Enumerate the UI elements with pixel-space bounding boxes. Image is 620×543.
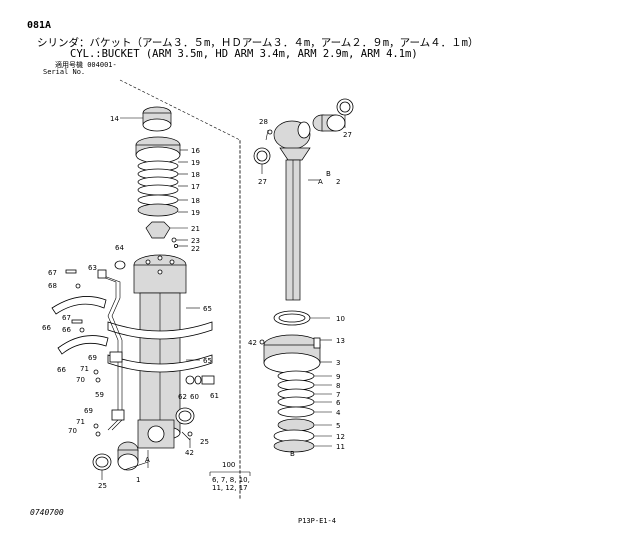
callout-66-lower: 66 [57,366,66,374]
callout-22: 22 [191,245,200,253]
footer-page-reference: P13P-E1-4 [298,517,336,525]
part-9-seal [277,370,315,382]
serial-label-english: Serial No. [43,68,86,76]
callout-25-left: 25 [98,482,107,490]
part-18-ring-b [137,194,179,206]
callout-8: 8 [336,382,340,390]
callout-59: 59 [95,391,104,399]
part-64-ring [114,260,126,270]
part-63-block [97,269,107,279]
callout-27-right: 27 [343,131,352,139]
callout-5: 5 [336,422,340,430]
kit-parts-line-1: 6, 7, 8, 10, [212,476,250,484]
section-marker-B-upper: B [326,170,331,178]
callout-6: 6 [336,399,341,407]
footer-drawing-number: 0740700 [30,508,64,517]
callout-66-upper: 66 [42,324,51,332]
callout-9: 9 [336,373,340,381]
kit-parts-line-2: 11, 12, 17 [212,484,248,492]
callout-27-left: 27 [258,178,267,186]
part-66-clamp-upper [51,296,107,315]
part-65-band-upper [107,321,213,340]
part-65-band-lower [107,354,213,373]
part-8-seal [277,379,315,391]
callout-11: 11 [336,443,345,451]
callout-64: 64 [115,244,124,252]
piston-rod-group [253,98,354,453]
kit-number: 100 [222,461,235,469]
callout-69-lower: 69 [84,407,93,415]
cylinder-tube-group [51,106,215,471]
callout-13: 13 [336,337,345,345]
callout-71-lower: 71 [76,418,85,426]
leader-lines [101,115,346,480]
callout-3: 3 [336,359,340,367]
part-66-clamp-lower [57,335,109,355]
part-61-fitting [201,375,215,385]
part-42-plug [259,339,265,345]
callout-69-upper: 69 [88,354,97,362]
part-23-ball [171,237,177,243]
callout-61: 61 [210,392,219,400]
callout-65-upper: 65 [203,305,212,313]
part-19-ring-b [137,203,179,217]
part-14-bottom [142,118,172,132]
callout-42-right: 42 [248,339,257,347]
callout-21: 21 [191,225,200,233]
section-marker-A-right: A [318,178,323,186]
callout-18-lower: 18 [191,197,200,205]
part-13-screw [313,337,321,349]
part-21-nut [145,221,171,239]
part-67-bolt-lower [71,319,83,324]
callout-1: 1 [136,476,140,484]
callout-70-lower: 70 [68,427,77,435]
callout-67-upper: 67 [48,269,57,277]
tube-head-body [133,264,187,294]
callout-23: 23 [191,237,200,245]
section-marker-A-left: A [145,456,150,464]
part-28-grease-fitting [267,129,273,135]
callout-28: 28 [259,118,268,126]
callout-63: 63 [88,264,97,272]
part-22-screw [173,243,178,248]
tube-eye-boss [137,419,175,449]
callout-68: 68 [48,282,57,290]
part-69-block-lower [111,409,125,421]
callout-4: 4 [336,409,341,417]
part-4-seal [277,406,315,418]
callout-16: 16 [191,147,200,155]
callout-10: 10 [336,315,345,323]
serial-label-japanese: 適用号機 004001- [55,61,117,69]
callout-71-upper: 71 [80,365,89,373]
callout-60: 60 [190,393,199,401]
callout-14: 14 [110,115,119,123]
part-67-bolt-upper [65,269,77,274]
callout-19-upper: 19 [191,159,200,167]
part-5-ring [277,418,315,432]
part-68-washer [75,283,81,289]
callout-62: 62 [178,393,187,401]
callout-17: 17 [191,183,200,191]
callout-19-lower: 19 [191,209,200,217]
callout-65-lower: 65 [203,357,212,365]
callout-2: 2 [336,178,340,186]
title-japanese: シリンダ：バケット（アーム３．５m，ＨＤアーム３．４m，アーム２．９m，アーム４… [37,37,479,49]
part-6-seal [277,396,315,408]
callout-42-left: 42 [185,449,194,457]
callout-7: 7 [336,391,340,399]
page-code: 081A [27,20,52,31]
callout-67-lower: 67 [62,314,71,322]
callout-12: 12 [336,433,345,441]
part-17-ring-b [137,184,179,196]
callout-labels: 14 16 19 18 17 18 19 21 23 22 64 63 67 6… [42,115,352,492]
part-69-block-upper [109,351,123,363]
callout-70-upper: 70 [76,376,85,384]
callout-25-right: 25 [200,438,209,446]
callout-66-middle: 66 [62,326,71,334]
callout-18-upper: 18 [191,171,200,179]
title-english: CYL.:BUCKET (ARM 3.5m, HD ARM 3.4m, ARM … [70,48,418,60]
section-marker-B-lower: B [290,450,295,458]
